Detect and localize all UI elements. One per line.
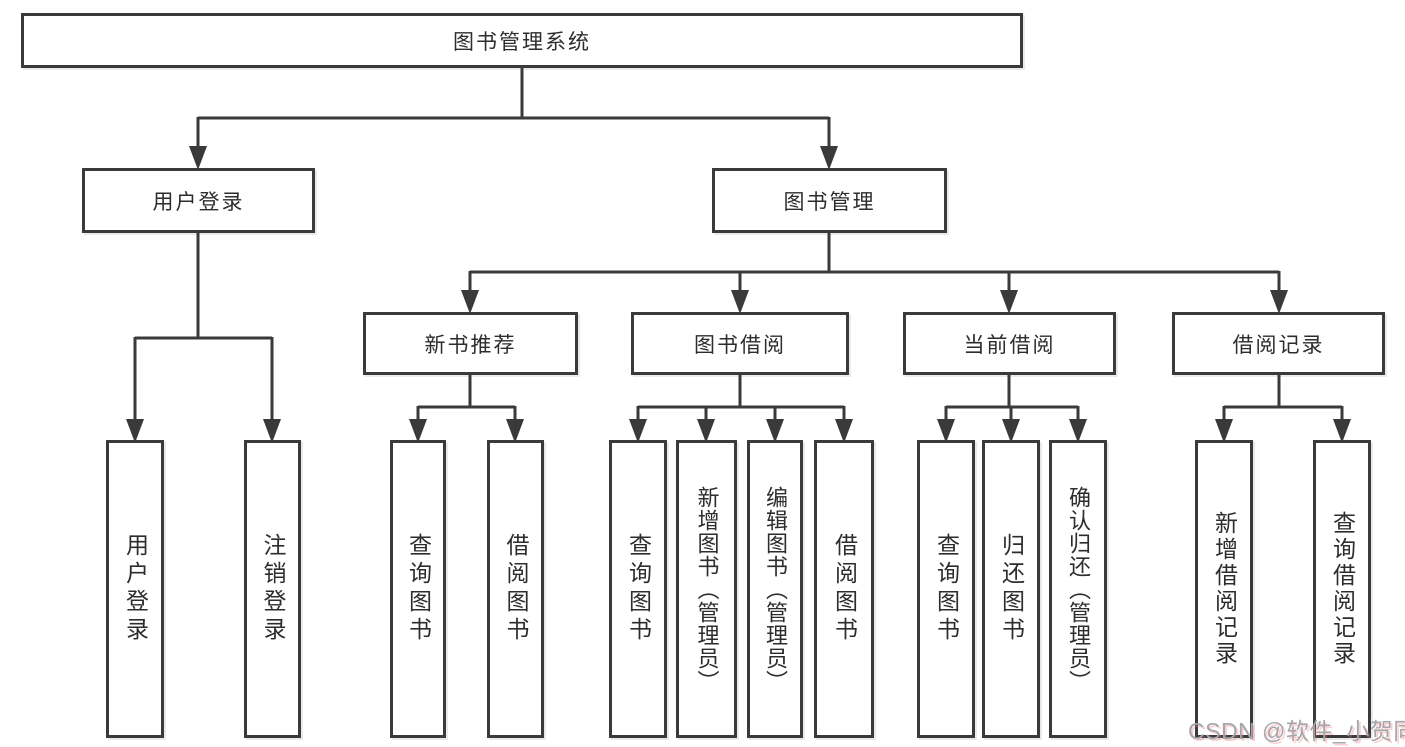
leaf-user-login-label: 用户登录 (122, 533, 149, 645)
leaf-records-add-record-label: 新增借阅记录 (1211, 511, 1238, 667)
leaf-borrow-query-books-label: 查询图书 (625, 533, 652, 645)
leaf-records-query-record: 查询借阅记录 (1313, 440, 1371, 738)
csdn-watermark: CSDN @软件_小贺同学 (1188, 718, 1405, 744)
node-borrow-records: 借阅记录 (1172, 312, 1385, 375)
node-book-borrow-label: 图书借阅 (694, 333, 786, 357)
node-current-borrow-label: 当前借阅 (963, 333, 1056, 357)
arrowheads (126, 146, 1351, 443)
node-current-borrow: 当前借阅 (903, 312, 1116, 375)
leaf-borrow-edit-books: 编辑图书（管理员） (747, 440, 803, 738)
node-book-management: 图书管理 (712, 168, 947, 233)
leaf-current-confirm-return: 确认归还（管理员） (1049, 440, 1107, 738)
leaf-rec-borrow-books-label: 借阅图书 (503, 533, 529, 645)
leaf-borrow-add-books: 新增图书（管理员） (676, 440, 737, 738)
node-borrow-records-label: 借阅记录 (1232, 333, 1325, 357)
leaf-user-login: 用户登录 (106, 440, 164, 738)
node-user-login: 用户登录 (82, 168, 315, 233)
leaf-current-return-books-label: 归还图书 (998, 533, 1025, 645)
node-new-book-recommend-label: 新书推荐 (424, 333, 517, 357)
leaf-borrow-query-books: 查询图书 (609, 440, 667, 738)
leaf-logout-label: 注销登录 (260, 533, 286, 645)
leaf-borrow-edit-books-label: 编辑图书（管理员） (763, 485, 788, 693)
node-user-login-label: 用户登录 (152, 190, 245, 214)
leaf-records-query-record-label: 查询借阅记录 (1329, 511, 1356, 667)
leaf-records-add-record: 新增借阅记录 (1195, 440, 1253, 738)
leaf-current-query-books-label: 查询图书 (933, 533, 960, 645)
node-root-label: 图书管理系统 (453, 30, 591, 54)
leaf-rec-query-books-label: 查询图书 (405, 533, 432, 645)
leaf-borrow-borrow-books-label: 借阅图书 (831, 533, 858, 645)
node-book-borrow: 图书借阅 (631, 312, 849, 375)
leaf-current-confirm-return-label: 确认归还（管理员） (1066, 485, 1091, 693)
node-root: 图书管理系统 (21, 13, 1023, 68)
leaf-rec-borrow-books: 借阅图书 (487, 440, 544, 738)
leaf-borrow-borrow-books: 借阅图书 (814, 440, 874, 738)
leaf-rec-query-books: 查询图书 (390, 440, 446, 738)
leaf-borrow-add-books-label: 新增图书（管理员） (694, 485, 720, 693)
leaf-logout: 注销登录 (244, 440, 301, 738)
leaf-current-return-books: 归还图书 (982, 440, 1040, 738)
node-new-book-recommend: 新书推荐 (363, 312, 578, 375)
node-book-management-label: 图书管理 (783, 190, 876, 214)
leaf-current-query-books: 查询图书 (917, 440, 975, 738)
